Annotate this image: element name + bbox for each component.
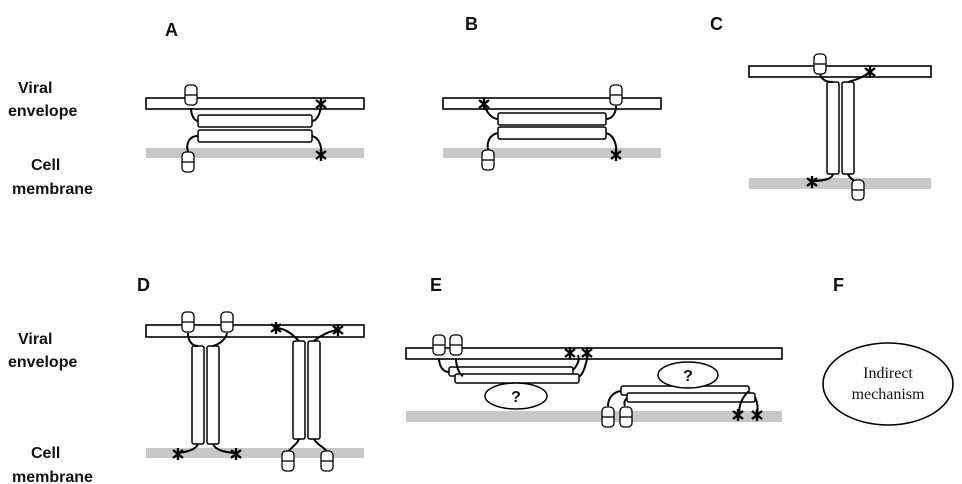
linker xyxy=(605,105,617,120)
tm-anchor-icon xyxy=(609,84,623,106)
unknown-factor-ellipse xyxy=(657,361,719,389)
tm-anchor-icon xyxy=(851,179,865,201)
linker xyxy=(455,357,464,377)
panel-letter-f: F xyxy=(833,275,844,295)
side-labels-top: Viral envelope Cell membrane xyxy=(8,80,93,198)
viral-label: Viral xyxy=(18,80,52,97)
tm-anchor-icon xyxy=(184,84,198,106)
cell-membrane xyxy=(749,178,931,189)
linker xyxy=(277,327,300,342)
cell-membrane xyxy=(443,148,661,158)
tm-anchor-icon xyxy=(181,151,195,173)
cell-membrane xyxy=(406,411,782,422)
helix xyxy=(307,340,321,440)
helix xyxy=(454,373,580,384)
tm-anchor-icon xyxy=(320,450,334,472)
tm-anchor-icon xyxy=(481,149,495,171)
helix xyxy=(197,129,313,143)
envelope-label: envelope xyxy=(8,103,77,120)
panel-a xyxy=(145,84,365,173)
helix xyxy=(497,126,607,140)
helix xyxy=(292,340,306,440)
panel-letter-c: C xyxy=(710,14,723,34)
viral-label: Viral xyxy=(18,331,52,348)
linker xyxy=(623,397,628,407)
panel-c xyxy=(748,53,932,201)
helix xyxy=(206,345,220,445)
unknown-factor-label: ? xyxy=(511,389,521,406)
membrane-label: membrane xyxy=(12,469,93,484)
indirect-mechanism-line1: Indirect xyxy=(863,365,913,382)
cell-membrane xyxy=(146,148,364,158)
linker xyxy=(607,390,622,407)
linker xyxy=(572,354,580,371)
tm-anchor-icon xyxy=(281,450,295,472)
tm-anchor-icon xyxy=(449,334,463,356)
viral-envelope xyxy=(748,65,932,78)
tm-anchor-icon xyxy=(181,311,195,333)
linker xyxy=(313,329,337,342)
panel-letter-b: B xyxy=(465,14,478,34)
helix xyxy=(626,392,756,403)
helix xyxy=(826,81,840,175)
tm-anchor-icon xyxy=(432,334,446,356)
indirect-mechanism-ellipse xyxy=(822,342,954,426)
panel-letter-e: E xyxy=(430,275,442,295)
cell-membrane xyxy=(146,448,364,458)
panel-d xyxy=(145,311,365,472)
cell-label: Cell xyxy=(31,445,60,462)
indirect-mechanism-line2: mechanism xyxy=(852,386,925,403)
tm-anchor-icon xyxy=(220,311,234,333)
linker xyxy=(187,332,199,347)
viral-envelope xyxy=(145,97,365,110)
linker xyxy=(190,107,199,122)
viral-envelope xyxy=(405,347,783,360)
linker xyxy=(819,73,834,83)
unknown-factor-ellipse xyxy=(484,382,548,410)
viral-envelope xyxy=(442,97,662,110)
tm-anchor-icon xyxy=(601,406,615,428)
unknown-factor-label: ? xyxy=(683,368,693,385)
panel-f: Indirect mechanism xyxy=(822,342,954,426)
panel-letter-d: D xyxy=(137,275,150,295)
panel-e: ? ? xyxy=(405,334,783,428)
panel-letter-a: A xyxy=(165,20,178,40)
linker xyxy=(438,357,450,373)
linker xyxy=(186,135,199,153)
cell-label: Cell xyxy=(31,157,60,174)
panel-b xyxy=(442,84,662,171)
linker xyxy=(212,443,235,454)
linker xyxy=(486,132,499,151)
helix xyxy=(841,81,855,175)
tm-anchor-icon xyxy=(813,53,827,75)
envelope-label: envelope xyxy=(8,354,77,371)
tm-anchor-icon xyxy=(619,406,633,428)
helix xyxy=(191,345,205,445)
helix xyxy=(497,112,607,126)
viral-envelope xyxy=(145,324,365,338)
side-labels-bottom: Viral envelope Cell membrane xyxy=(8,331,93,484)
membrane-label: membrane xyxy=(12,181,93,198)
linker xyxy=(212,332,228,347)
helix xyxy=(197,114,313,128)
